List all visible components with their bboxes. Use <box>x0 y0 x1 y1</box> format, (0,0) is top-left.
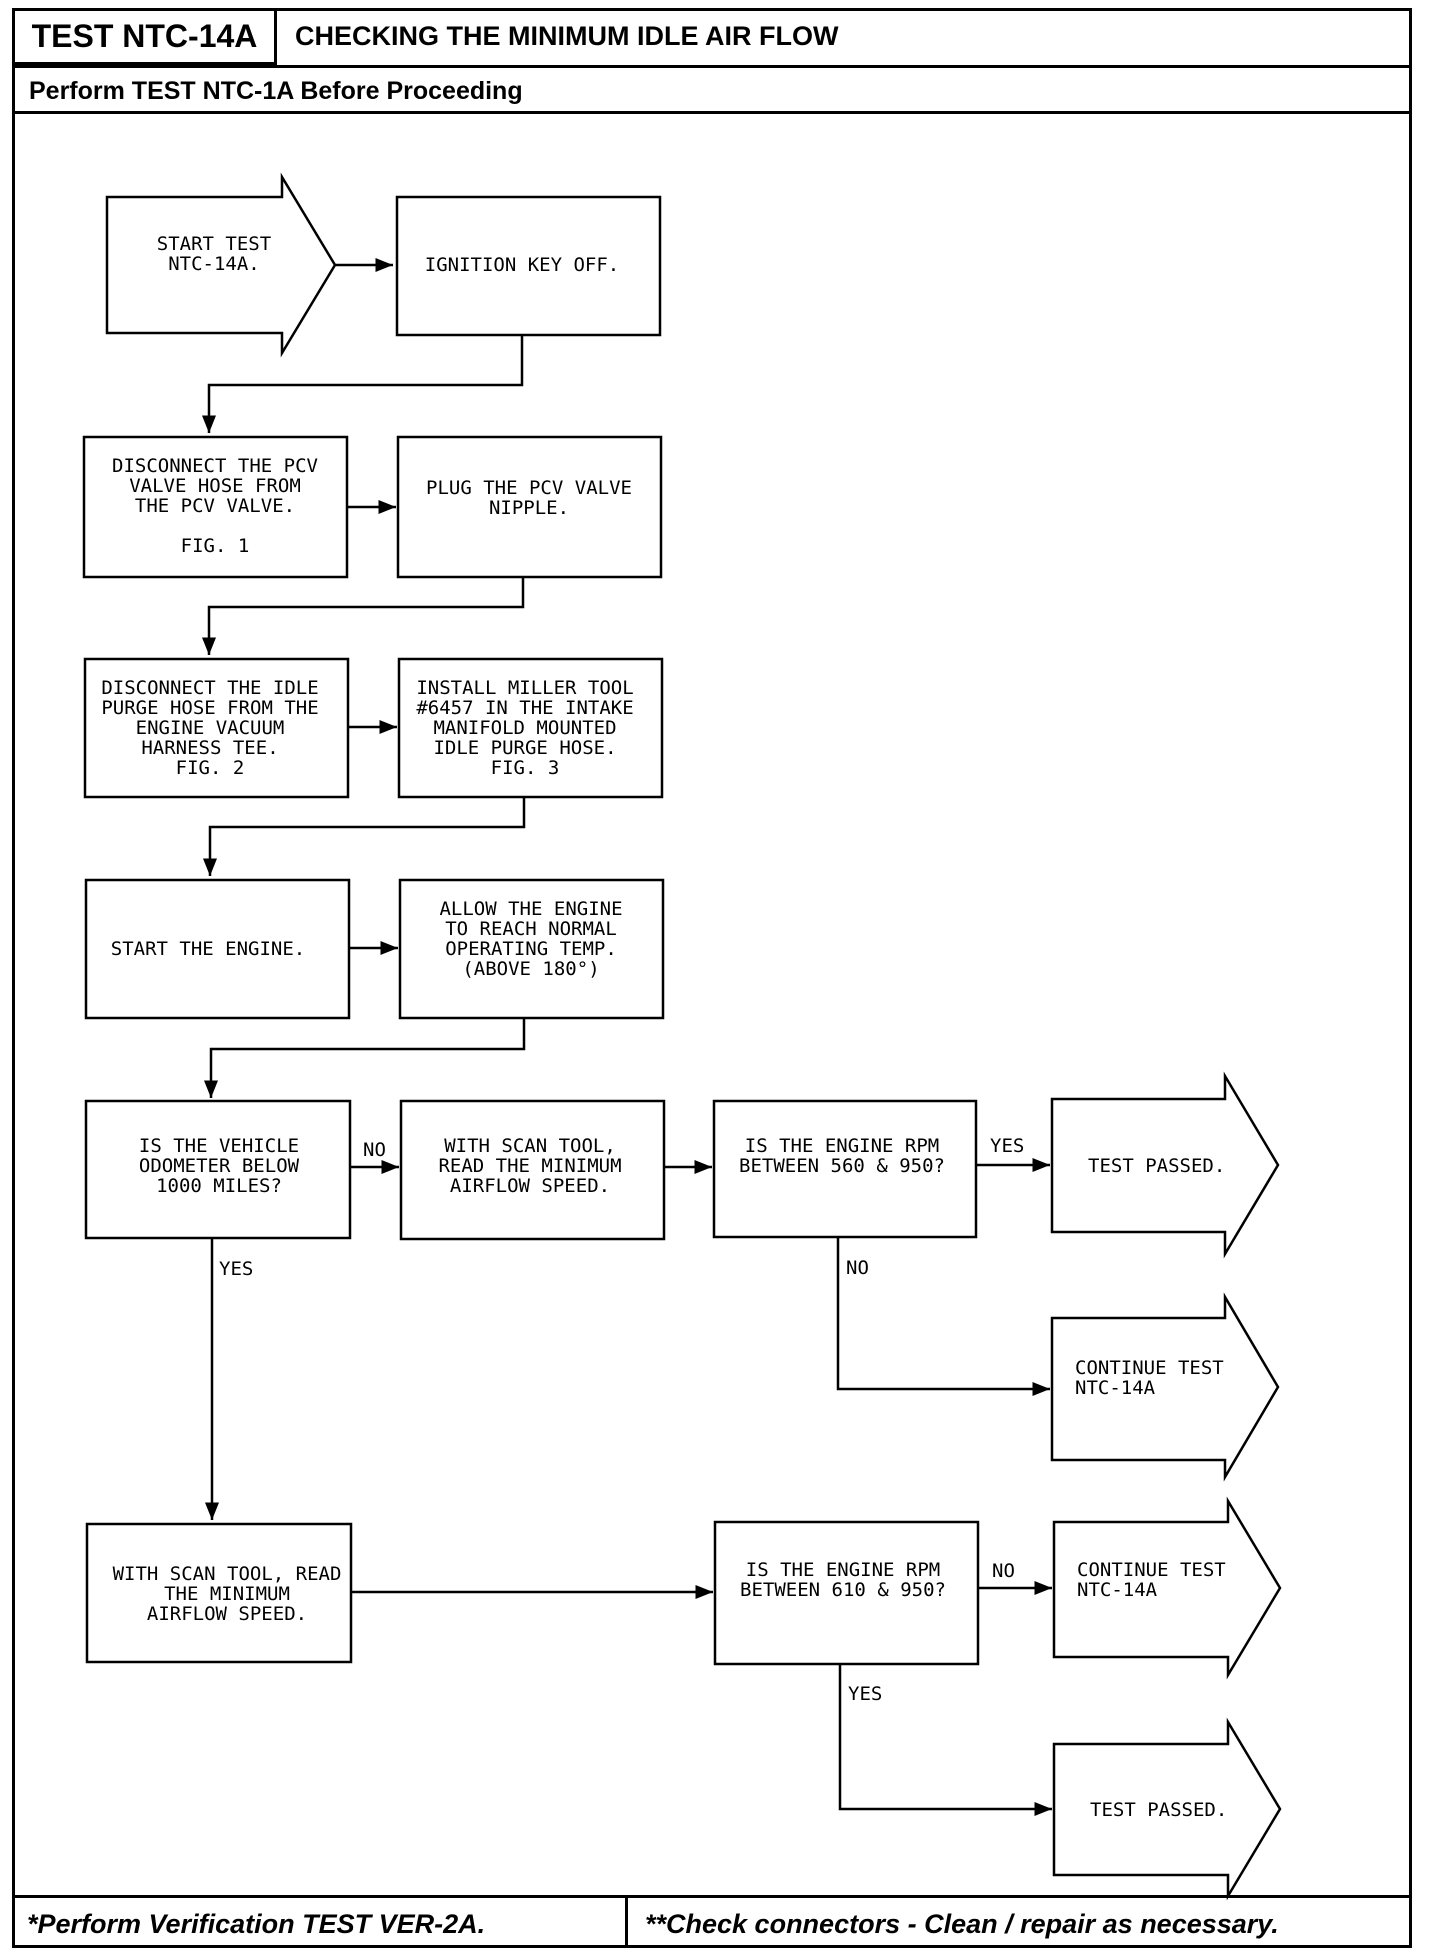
scan2-node: WITH SCAN TOOL, READ THE MINIMUM AIRFLOW… <box>85 1522 353 1664</box>
continue-test-2-line: NTC-14A <box>1077 1579 1158 1601</box>
test-id: TEST NTC-14A <box>15 11 277 65</box>
page-subtitle: Perform TEST NTC-1A Before Proceeding <box>29 77 523 105</box>
install-tool-line: FIG. 3 <box>491 757 560 779</box>
warm-engine-line: ALLOW THE ENGINE <box>439 898 622 920</box>
scan1-line: WITH SCAN TOOL, <box>444 1135 616 1157</box>
rpm1-line: IS THE ENGINE RPM <box>745 1135 939 1157</box>
disconnect-pcv-line: VALVE HOSE FROM <box>129 475 301 497</box>
rpm2-line: BETWEEN 610 & 950? <box>740 1579 946 1601</box>
continue-test-node-2: CONTINUE TEST NTC-14A <box>1052 1496 1282 1680</box>
ignition-node: IGNITION KEY OFF. <box>395 195 662 337</box>
continue-test-node-1: CONTINUE TEST NTC-14A <box>1050 1292 1280 1482</box>
start-engine-line: START THE ENGINE. <box>111 938 305 960</box>
odometer-line: ODOMETER BELOW <box>139 1155 300 1177</box>
edge-rpm2-yes <box>838 1664 1052 1816</box>
header-divider-lower <box>15 111 1409 114</box>
test-passed-node-2: TEST PASSED. <box>1052 1717 1282 1901</box>
edge-install-start-engine <box>203 797 526 876</box>
scan1-line: READ THE MINIMUM <box>438 1155 621 1177</box>
test-passed-node-1: TEST PASSED. <box>1050 1071 1280 1259</box>
disconnect-pcv-line: DISCONNECT THE PCV <box>112 455 318 477</box>
edge-rpm1-no <box>836 1237 1050 1396</box>
start-node: START TEST NTC-14A. <box>105 172 337 358</box>
start-line: START TEST <box>157 233 271 255</box>
edge-label-rpm2-no: NO <box>992 1560 1015 1582</box>
disconnect-pcv-line: FIG. 1 <box>181 535 250 557</box>
footer-note-right: **Check connectors - Clean / repair as n… <box>645 1909 1279 1939</box>
warm-engine-line: OPERATING TEMP. <box>445 938 617 960</box>
scan2-line: AIRFLOW SPEED. <box>147 1603 307 1625</box>
install-tool-node: INSTALL MILLER TOOL #6457 IN THE INTAKE … <box>397 657 664 799</box>
edge-label-rpm2-yes: YES <box>848 1683 882 1705</box>
install-tool-line: IDLE PURGE HOSE. <box>433 737 616 759</box>
continue-test-2-line: CONTINUE TEST <box>1077 1559 1226 1581</box>
install-tool-line: MANIFOLD MOUNTED <box>433 717 616 739</box>
header-divider <box>15 65 1409 68</box>
footer-divider <box>15 1895 1409 1898</box>
footer-note-left: *Perform Verification TEST VER-2A. <box>27 1909 486 1939</box>
install-tool-line: INSTALL MILLER TOOL <box>416 677 633 699</box>
warm-engine-node: ALLOW THE ENGINE TO REACH NORMAL OPERATI… <box>398 878 665 1020</box>
rpm1-line: BETWEEN 560 & 950? <box>739 1155 945 1177</box>
scan1-line: AIRFLOW SPEED. <box>450 1175 610 1197</box>
plug-pcv-line: NIPPLE. <box>489 497 569 519</box>
edge-label-odometer-no: NO <box>363 1139 386 1161</box>
continue-test-1-line: NTC-14A <box>1075 1377 1156 1399</box>
edge-ignition-disconnect-pcv <box>202 335 524 433</box>
connectors <box>202 258 1052 1816</box>
rpm2-line: IS THE ENGINE RPM <box>746 1559 940 1581</box>
disconnect-idle-line: DISCONNECT THE IDLE <box>101 677 318 699</box>
test-passed-1-line: TEST PASSED. <box>1088 1155 1225 1177</box>
disconnect-idle-line: PURGE HOSE FROM THE <box>101 697 318 719</box>
edge-label-rpm1-no: NO <box>846 1257 869 1279</box>
odometer-decision: IS THE VEHICLE ODOMETER BELOW 1000 MILES… <box>84 1099 352 1240</box>
continue-test-1-line: CONTINUE TEST <box>1075 1357 1224 1379</box>
rpm1-decision: IS THE ENGINE RPM BETWEEN 560 & 950? <box>712 1099 978 1239</box>
odometer-line: 1000 MILES? <box>156 1175 282 1197</box>
disconnect-idle-line: HARNESS TEE. <box>141 737 278 759</box>
disconnect-pcv-line: THE PCV VALVE. <box>135 495 295 517</box>
disconnect-pcv-node: DISCONNECT THE PCV VALVE HOSE FROM THE P… <box>82 435 349 579</box>
page-title: CHECKING THE MINIMUM IDLE AIR FLOW <box>295 21 839 51</box>
edge-warm-odometer <box>204 1018 526 1098</box>
install-tool-line: #6457 IN THE INTAKE <box>416 697 633 719</box>
plug-pcv-line: PLUG THE PCV VALVE <box>426 477 632 499</box>
odometer-line: IS THE VEHICLE <box>139 1135 299 1157</box>
rpm2-decision: IS THE ENGINE RPM BETWEEN 610 & 950? <box>713 1520 980 1666</box>
footer-separator <box>625 1895 628 1948</box>
start-engine-node: START THE ENGINE. <box>84 878 351 1020</box>
edge-label-rpm1-yes: YES <box>990 1135 1024 1157</box>
warm-engine-line: TO REACH NORMAL <box>445 918 617 940</box>
disconnect-idle-line: FIG. 2 <box>176 757 245 779</box>
warm-engine-line: (ABOVE 180°) <box>462 958 599 980</box>
edge-label-odometer-yes: YES <box>219 1258 253 1280</box>
disconnect-idle-node: DISCONNECT THE IDLE PURGE HOSE FROM THE … <box>83 657 350 799</box>
scan2-line: WITH SCAN TOOL, READ <box>113 1563 342 1585</box>
edge-plug-disconnect-idle <box>202 577 525 655</box>
ignition-line: IGNITION KEY OFF. <box>425 254 619 276</box>
start-line: NTC-14A. <box>168 253 260 275</box>
test-passed-2-line: TEST PASSED. <box>1090 1799 1227 1821</box>
plug-pcv-node: PLUG THE PCV VALVE NIPPLE. <box>396 435 663 579</box>
disconnect-idle-line: ENGINE VACUUM <box>136 717 285 739</box>
scan2-line: THE MINIMUM <box>164 1583 290 1605</box>
scan1-node: WITH SCAN TOOL, READ THE MINIMUM AIRFLOW… <box>399 1099 666 1241</box>
